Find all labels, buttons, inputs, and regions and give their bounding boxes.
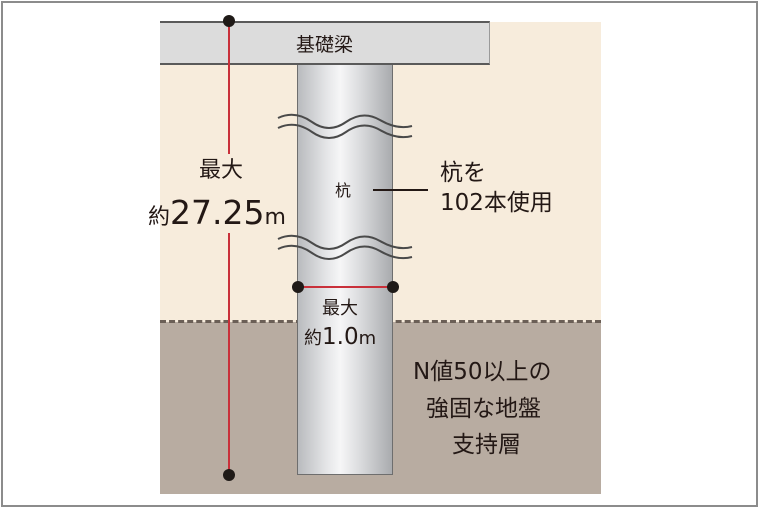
length-dimension-line-top bbox=[228, 22, 230, 154]
pile-count-line1: 杭を bbox=[440, 160, 486, 186]
diameter-dimension-dot-left bbox=[292, 281, 304, 293]
foundation-beam-label: 基礎梁 bbox=[295, 33, 353, 56]
max-diameter-unit: m bbox=[358, 328, 377, 349]
foundation-beam: 基礎梁 bbox=[160, 21, 490, 65]
length-dimension-dot-bottom bbox=[223, 469, 235, 481]
pile-count-line2: 102本使用 bbox=[440, 190, 553, 216]
bearing-layer-line2: 強固な地盤 bbox=[426, 396, 541, 422]
length-dimension-dot-top bbox=[223, 15, 235, 27]
pile-leader-line bbox=[373, 189, 428, 191]
max-diameter-value: 約1.0m bbox=[304, 326, 376, 349]
break-symbol-lower bbox=[277, 234, 413, 260]
length-dimension-line-bottom bbox=[228, 233, 230, 476]
bearing-layer-line3: 支持層 bbox=[452, 432, 521, 458]
pile-label: 杭 bbox=[335, 181, 352, 200]
max-length-prefix: 最大 bbox=[199, 158, 244, 183]
bearing-layer-line1: N値50以上の bbox=[413, 359, 552, 385]
max-length-unit: m bbox=[264, 205, 286, 230]
max-length-number: 27.25 bbox=[170, 193, 265, 232]
break-symbol-upper bbox=[277, 113, 413, 139]
max-diameter-number: 1.0 bbox=[322, 324, 359, 350]
max-length-approx: 約 bbox=[148, 205, 171, 230]
max-diameter-approx: 約 bbox=[304, 328, 322, 349]
diameter-dimension-dot-right bbox=[387, 281, 399, 293]
max-length-value: 約27.25m bbox=[148, 196, 286, 229]
max-diameter-prefix: 最大 bbox=[322, 298, 358, 319]
diameter-dimension-line bbox=[299, 286, 393, 288]
